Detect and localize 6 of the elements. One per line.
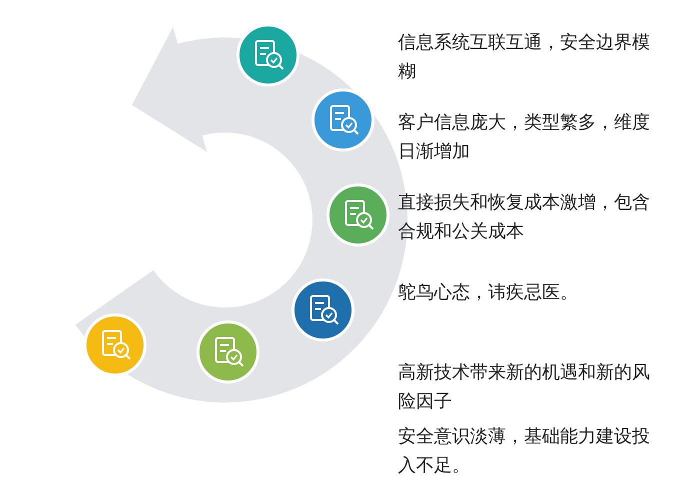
description-text: 高新技术带来新的机遇和新的风险因子 bbox=[398, 361, 651, 414]
description-text: 直接损失和恢复成本激增，包含合规和公关成本 bbox=[398, 191, 651, 244]
description-text: 信息系统互联互通，安全边界模糊 bbox=[398, 31, 651, 84]
description-text: 鸵鸟心态，讳疾忌医。 bbox=[398, 281, 579, 305]
description-text: 客户信息庞大，类型繁多，维度日渐增加 bbox=[398, 111, 651, 164]
description-text: 安全意识淡薄，基础能力建设投入不足。 bbox=[398, 425, 651, 478]
